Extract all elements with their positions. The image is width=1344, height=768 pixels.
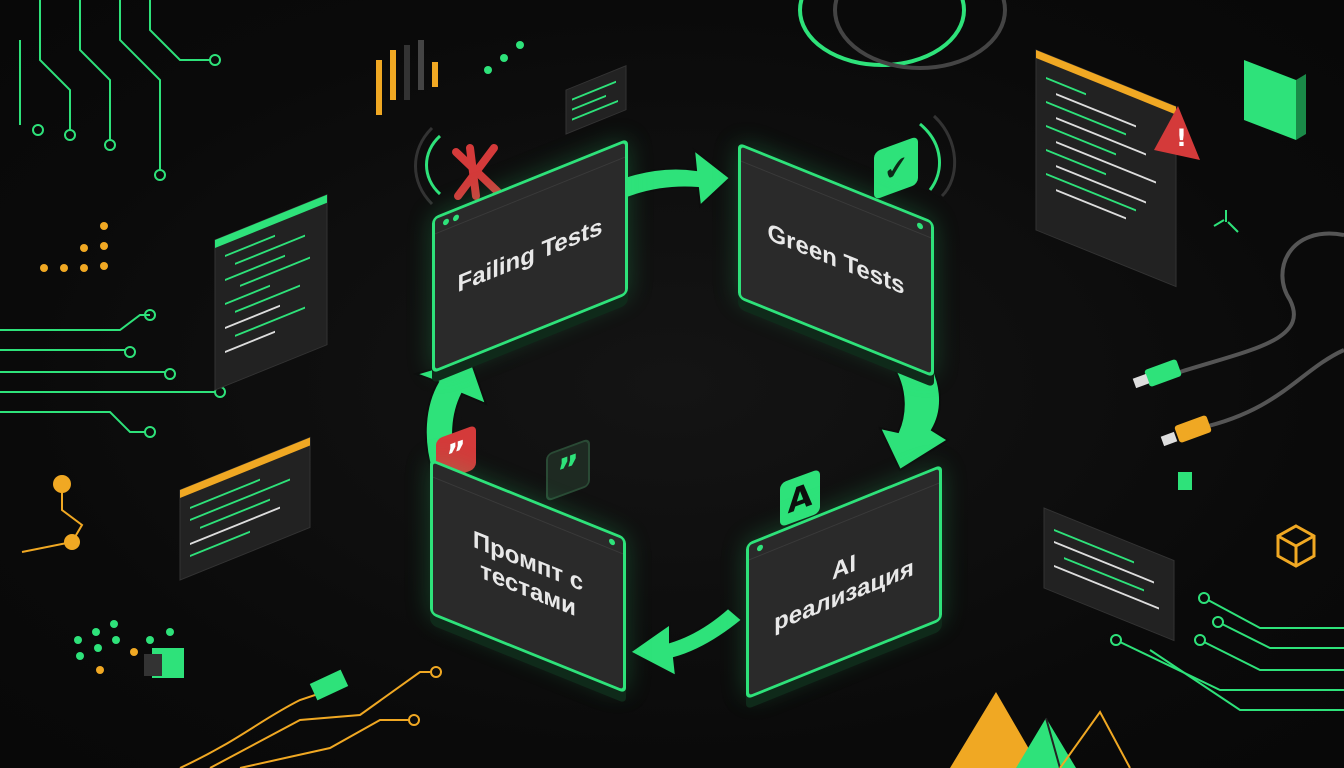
arrow-bottom (628, 606, 744, 678)
code-panel-orange-left (179, 436, 311, 581)
warning-icon: ! (1154, 106, 1200, 160)
signal-arcs (414, 114, 956, 206)
node-graph-left (21, 475, 84, 553)
cable-bottom-left (179, 666, 442, 768)
x-mark-icon (452, 144, 502, 200)
step-label-failing-tests: Failing Tests (457, 212, 603, 299)
svg-text:!: ! (1176, 124, 1187, 152)
code-panel-right-bottom (1043, 507, 1175, 642)
hexagon-icon (1276, 524, 1316, 568)
code-panel-right-top (1035, 49, 1177, 288)
triangle-shapes-bottom (950, 692, 1131, 768)
code-card-small-top (565, 65, 627, 135)
circuit-traces-top-left (19, 0, 221, 181)
code-panel-left (214, 194, 328, 391)
cube-icon-top-right (1244, 60, 1306, 140)
cable-right (1179, 231, 1344, 430)
cable-connectors-right (1132, 359, 1212, 490)
dot-row-top (484, 41, 524, 74)
step-label-green-tests: Green Tests (767, 218, 905, 301)
circuit-traces-left (0, 309, 226, 438)
cycle-arrows (412, 147, 950, 678)
arrow-top (610, 147, 732, 209)
dot-grid-bottom-left (74, 620, 184, 678)
circuit-traces-bottom-right (1110, 592, 1344, 711)
arrow-right (878, 348, 950, 472)
ring-decoration-top (798, 0, 1007, 70)
sparkle-icon (1213, 210, 1239, 233)
bar-icon-top (376, 40, 438, 115)
dot-cluster-left (40, 222, 108, 272)
